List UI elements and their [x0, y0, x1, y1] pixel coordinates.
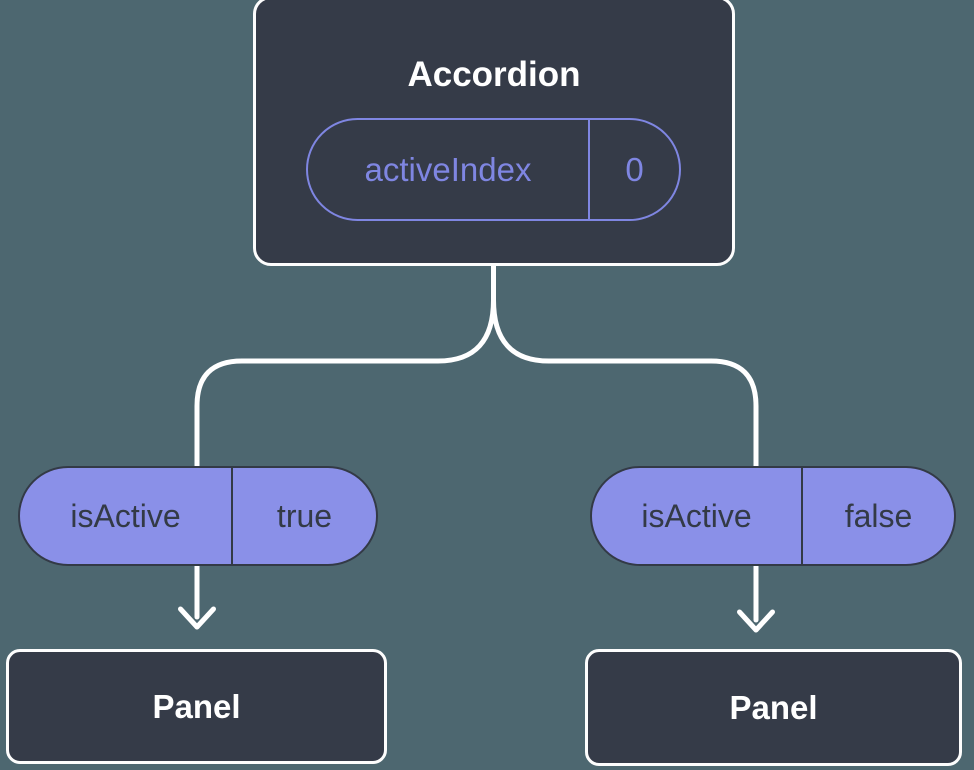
state-pill-left: isActive true — [18, 466, 378, 566]
panel-title: Panel — [152, 687, 241, 725]
right-branch-line — [491, 260, 759, 469]
left-arrowhead-icon — [178, 606, 216, 630]
state-name: isActive — [70, 497, 181, 534]
state-value: true — [276, 497, 333, 534]
accordion-node: Accordion activeIndex 0 — [253, 0, 735, 266]
pill-divider — [801, 468, 803, 564]
prop-name: activeIndex — [364, 150, 532, 188]
panel-node-right: Panel — [585, 649, 962, 766]
right-arrowhead-icon — [737, 609, 775, 633]
accordion-title: Accordion — [407, 55, 581, 94]
pill-divider — [231, 468, 233, 564]
state-name: isActive — [641, 497, 752, 534]
panel-title: Panel — [729, 688, 818, 726]
prop-value: 0 — [625, 150, 644, 188]
state-value: false — [844, 497, 913, 534]
activeindex-prop-pill: activeIndex 0 — [306, 118, 681, 221]
panel-node-left: Panel — [6, 649, 387, 764]
left-branch-line — [194, 260, 496, 469]
pill-divider — [588, 120, 590, 219]
state-pill-right: isActive false — [590, 466, 956, 566]
